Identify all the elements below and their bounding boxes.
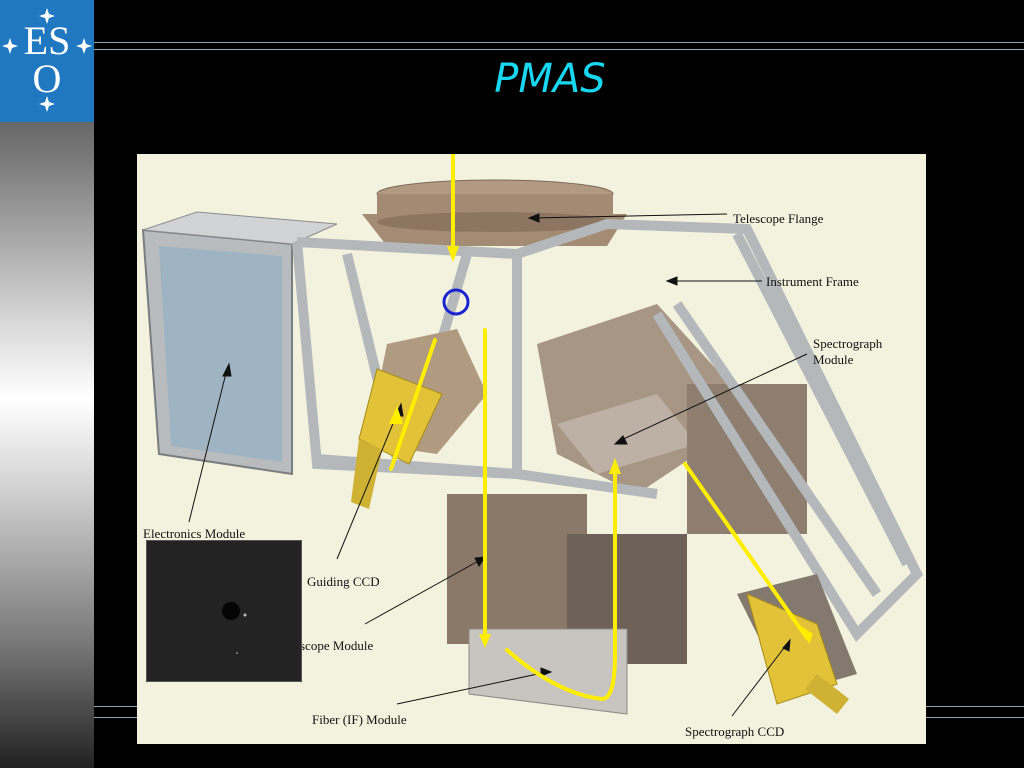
star-icon bbox=[2, 8, 92, 112]
light-path-arrowhead bbox=[389, 246, 813, 648]
logo-text-bottom: O bbox=[33, 56, 62, 101]
marker-circle bbox=[442, 288, 470, 316]
slide-title: PMAS bbox=[494, 56, 606, 102]
star-spot bbox=[222, 602, 240, 620]
left-gradient-bar bbox=[0, 0, 94, 768]
label-telescope-flange: Telescope Flange bbox=[733, 211, 824, 226]
label-instrument-frame: Instrument Frame bbox=[766, 274, 859, 289]
top-rule bbox=[94, 49, 1024, 50]
label-spectrograph-module-line2: Module bbox=[813, 352, 854, 367]
label-pointers bbox=[188, 213, 808, 717]
label-spectrograph-module-line1: Spectrograph bbox=[813, 336, 883, 351]
label-fiber-module: Fiber (IF) Module bbox=[312, 712, 407, 727]
logo-text-top: ES bbox=[24, 18, 71, 63]
instrument-diagram: Telescope Flange Instrument Frame Spectr… bbox=[137, 67, 926, 744]
guider-image-inset bbox=[146, 540, 302, 682]
label-guiding-ccd: Guiding CCD bbox=[307, 574, 380, 589]
eso-logo: ES O bbox=[0, 0, 94, 122]
telescope-flange bbox=[362, 179, 627, 246]
star-spot bbox=[243, 613, 247, 617]
star-spot bbox=[236, 652, 238, 654]
label-telescope-module: scope Module bbox=[300, 638, 374, 653]
label-electronics-module: Electronics Module bbox=[143, 526, 245, 541]
label-spectrograph-ccd: Spectrograph CCD bbox=[685, 724, 784, 739]
top-rule bbox=[94, 42, 1024, 43]
spectrograph-ccd bbox=[737, 574, 857, 714]
electronics-module bbox=[141, 211, 338, 476]
